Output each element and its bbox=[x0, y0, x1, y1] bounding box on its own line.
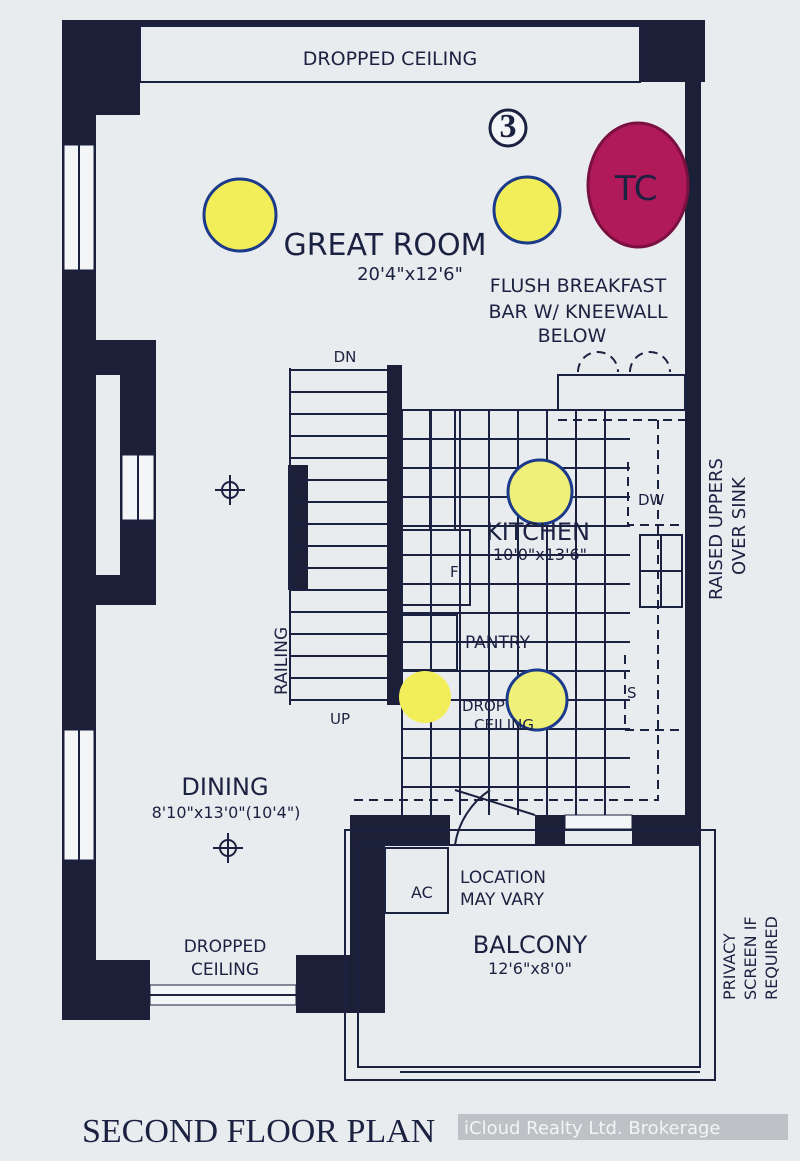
great-room-size: 20'4"x12'6" bbox=[357, 264, 463, 285]
privacy-screen-note: SCREEN IF bbox=[741, 916, 760, 1000]
stairs-down-label: DN bbox=[334, 348, 357, 366]
dining-name: DINING bbox=[181, 773, 268, 801]
highlight-marks: TC bbox=[202, 121, 690, 732]
dropped-ceiling-label: DROPPED CEILING bbox=[303, 48, 477, 70]
watermark: iCloud Realty Ltd. Brokerage bbox=[464, 1118, 720, 1139]
ceiling-light-icons bbox=[213, 475, 245, 863]
breakfast-bar-note: BAR W/ KNEEWALL bbox=[488, 301, 668, 323]
privacy-screen-note: REQUIRED bbox=[762, 916, 781, 1000]
ac-label: AC bbox=[411, 883, 433, 902]
breakfast-bar-note: BELOW bbox=[538, 325, 607, 347]
staircase bbox=[290, 369, 387, 701]
dining-size: 8'10"x13'0"(10'4") bbox=[152, 803, 301, 822]
kitchen-drop-ceiling-note: CEILING bbox=[474, 716, 534, 734]
ac-location-note: LOCATION bbox=[460, 868, 546, 888]
kitchen-size: 10'0"x13'6" bbox=[493, 545, 587, 564]
fridge-label: F bbox=[450, 563, 459, 581]
dropped-ceiling-strip bbox=[139, 25, 641, 83]
watermark-background bbox=[458, 1114, 788, 1140]
windows bbox=[63, 144, 633, 1006]
kitchen-drop-ceiling-note: DROP bbox=[462, 697, 505, 715]
balcony-outline bbox=[344, 829, 716, 1081]
balcony-size: 12'6"x8'0" bbox=[488, 959, 572, 978]
railing-label: RAILING bbox=[272, 627, 292, 695]
pantry-label: PANTRY bbox=[465, 633, 531, 653]
sink-label: S bbox=[627, 684, 637, 702]
raised-uppers-note: RAISED UPPERS bbox=[706, 458, 727, 600]
unit-badge-number: 3 bbox=[500, 108, 517, 145]
plan-title: SECOND FLOOR PLAN bbox=[82, 1113, 435, 1150]
raised-uppers-note: OVER SINK bbox=[729, 476, 750, 575]
great-room-name: GREAT ROOM bbox=[283, 228, 486, 263]
stairs-up-label: UP bbox=[330, 710, 350, 728]
balcony-name: BALCONY bbox=[473, 931, 588, 959]
dining-dropped-ceiling-note: CEILING bbox=[191, 960, 259, 980]
breakfast-bar-note: FLUSH BREAKFAST bbox=[490, 275, 667, 297]
handwritten-mark: TC bbox=[614, 169, 658, 209]
ac-location-note: MAY VARY bbox=[460, 890, 545, 910]
kitchen-name: KITCHEN bbox=[486, 518, 590, 546]
dining-dropped-ceiling-note: DROPPED bbox=[184, 937, 267, 957]
privacy-screen-note: PRIVACY bbox=[720, 933, 739, 1000]
unit-badge bbox=[488, 108, 528, 148]
dishwasher-label: DW bbox=[638, 491, 665, 509]
